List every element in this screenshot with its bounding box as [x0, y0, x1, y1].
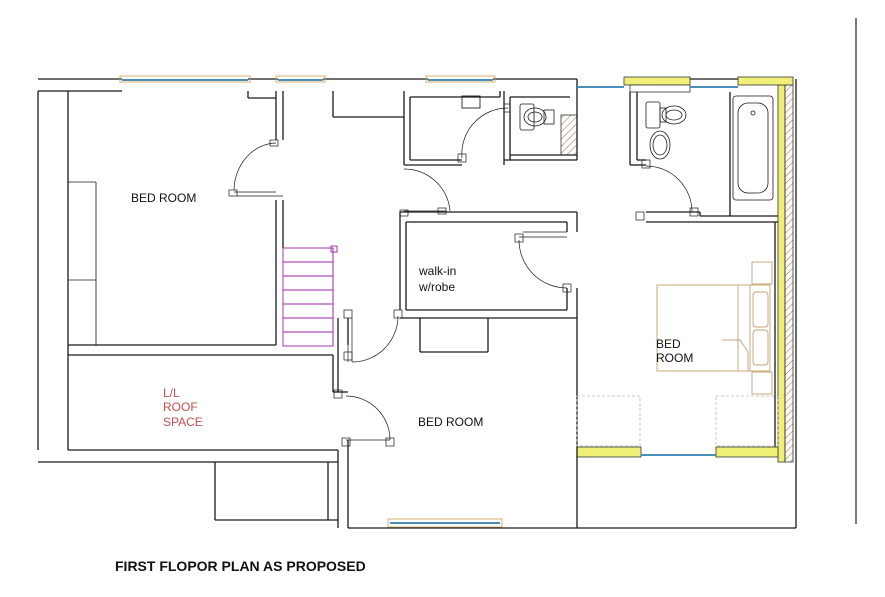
roof-space-label-line3: SPACE	[163, 415, 203, 429]
bed-room-1-label: BED ROOM	[131, 191, 196, 205]
walkin-robe-label-line2: w/robe	[418, 280, 455, 294]
drawing-title: FIRST FLOPOR PLAN AS PROPOSED	[115, 558, 366, 574]
master-bed	[656, 261, 773, 395]
master-bed-label-line1: BED	[656, 337, 681, 351]
roof-space-label-line2: ROOF	[163, 400, 198, 414]
bathroom-fixtures	[519, 95, 774, 201]
wardrobe-outlines	[576, 395, 779, 447]
insulation-wall	[560, 76, 794, 463]
windows	[119, 75, 738, 528]
bed-room-2-label: BED ROOM	[418, 415, 483, 429]
staircase	[282, 245, 338, 347]
walkin-robe-label-line1: walk-in	[418, 264, 456, 278]
master-bed-label-line2: ROOM	[656, 351, 693, 365]
doors	[228, 103, 699, 447]
roof-space-label-line1: L/L	[163, 386, 180, 400]
outer-walls	[37, 78, 797, 529]
interior-walls	[67, 91, 778, 529]
